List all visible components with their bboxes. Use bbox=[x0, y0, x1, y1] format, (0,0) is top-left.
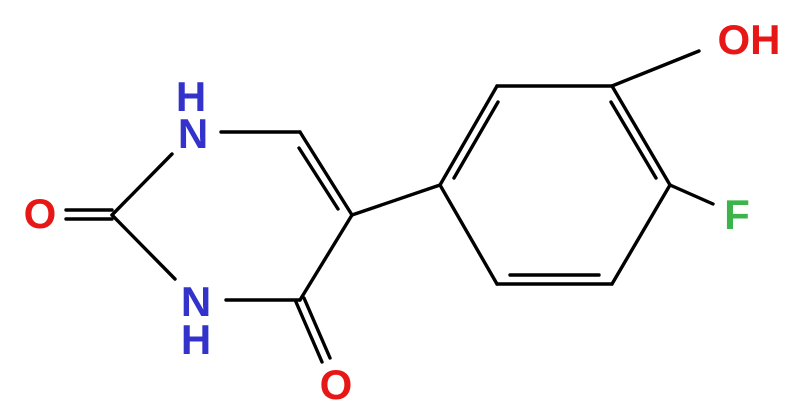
bond bbox=[609, 100, 658, 180]
bond bbox=[298, 130, 354, 217]
bond bbox=[298, 213, 354, 302]
bond bbox=[610, 49, 701, 88]
bond bbox=[110, 213, 177, 281]
bond bbox=[297, 146, 340, 211]
ring-nh-top-nitrogen-label: N bbox=[178, 110, 208, 157]
bond bbox=[302, 296, 332, 360]
bond bbox=[110, 152, 174, 217]
bond bbox=[438, 84, 499, 187]
ring-nh-bottom-hydrogen-label: H bbox=[181, 316, 211, 363]
hydroxyl-group-label: OH bbox=[718, 16, 781, 63]
bond bbox=[350, 183, 442, 217]
bond bbox=[452, 100, 500, 180]
bond bbox=[438, 183, 499, 286]
bond bbox=[610, 84, 672, 187]
bond bbox=[668, 183, 715, 206]
bond bbox=[294, 300, 324, 364]
carbonyl-oxygen-bottom-label: O bbox=[320, 361, 353, 408]
bond bbox=[610, 183, 672, 286]
fluorine-atom-label: F bbox=[724, 191, 750, 238]
ring-nh-top-hydrogen-label: H bbox=[176, 73, 206, 120]
ring-nh-bottom-nitrogen-label: N bbox=[181, 278, 211, 325]
carbonyl-oxygen-left-label: O bbox=[24, 190, 57, 237]
